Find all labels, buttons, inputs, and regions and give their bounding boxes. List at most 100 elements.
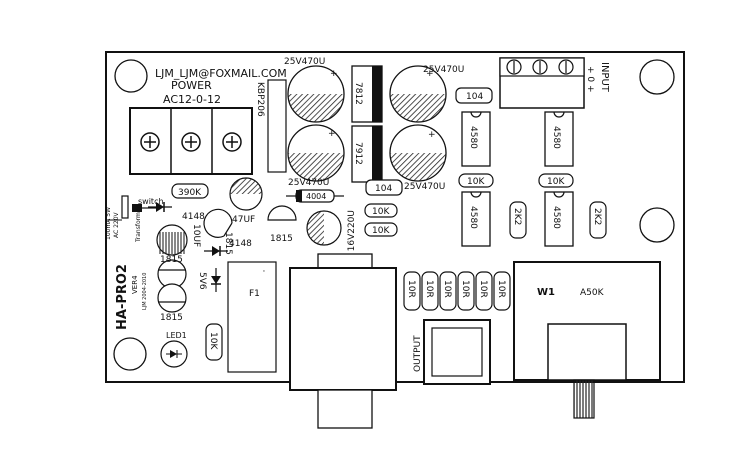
ic-4580-a-label: 4580 [468,126,478,149]
res-10k-e [205,323,223,361]
mounting-hole-bottom-left [113,337,147,371]
res-10k-a [458,173,494,188]
res-390k [171,183,209,199]
potentiometer-ref-label: W1 [537,287,555,298]
mounting-hole-top-left [114,59,148,93]
capacitor-top-right: + [389,65,447,123]
capacitor-top-left: + [287,65,345,123]
input-terminal [499,57,585,109]
res-10k-c-label: 10K [372,207,390,217]
res-10r-1 [403,271,421,311]
diode-4148-b [204,246,228,256]
res-10r-2 [421,271,439,311]
res-390k-label: 390K [178,188,202,198]
cap-104-mid [365,179,403,196]
transistor-1815-d [157,283,187,313]
mounting-hole-mid-right [639,207,675,243]
fuse-mark: ' [263,269,265,277]
ic-4580-d-label: 4580 [551,206,561,229]
ic-4580-a [461,111,491,167]
transistor-1815-a [203,208,233,238]
res-2k2-a [509,201,527,239]
diode-4004 [286,189,344,203]
rectifier-label: KBP206 [255,82,265,117]
output-label: OUTPUT [413,335,423,372]
led1-label: LED1 [166,331,187,340]
led1 [160,340,188,368]
capacitor-16v220u [306,210,342,246]
capacitor-bottom-left-label: 25V470U [288,178,329,188]
power-label: POWER [171,79,212,92]
capacitor-bottom-right: + [389,124,447,182]
input-signs: + 0 + [585,66,595,93]
ic-4580-d [544,191,574,247]
vertical-note-1: Transformer [135,205,142,243]
svg-text:+: + [428,130,436,140]
model-label: HA-PRO2 [115,264,130,330]
fuse-f1 [227,261,277,373]
ic-4580-b-label: 4580 [551,126,561,149]
headphone-jack [289,253,397,429]
res-10k-d-label: 10K [372,226,390,236]
diode-5v6 [211,268,221,292]
capacitor-top-right-label: 25V470U [423,65,464,75]
date-note-label: LJM 2004-2010 [142,273,148,310]
capacitor-bottom-right-label: 25V470U [404,182,445,192]
svg-text:+: + [426,69,434,79]
res-10k-e-label: 10K [208,332,218,350]
res-10r-2-label: 10R [424,280,434,298]
vertical-note-2: AC 220V [113,211,120,238]
regulator-7912-label: 7912 [353,142,363,165]
res-10r-5-label: 10R [478,280,488,298]
res-10r-6-label: 10R [496,280,506,298]
capacitor-bottom-left: + [287,124,345,182]
potentiometer-w1 [513,261,661,419]
res-10k-b [538,173,574,188]
res-10r-6 [493,271,511,311]
version-label: VER4 [131,275,139,294]
cap-104-top-label: 104 [466,92,483,102]
res-10k-a-label: 10K [467,177,485,187]
potentiometer-value-label: A50K [580,288,605,298]
diode-5v6-label: 5V6 [197,272,207,290]
res-10r-5 [475,271,493,311]
ic-4580-b [544,111,574,167]
capacitor-top-left-label: 25V470U [284,57,325,67]
input-label: INPUT [599,62,610,93]
res-10r-row: 10R 10R 10R 10R 10R 10R [403,271,511,311]
res-2k2-b-label: 2K2 [592,208,602,225]
capacitor-10uf [156,224,188,256]
ic-4580-c [461,191,491,247]
ic-4580-c-label: 4580 [468,206,478,229]
capacitor-10uf-label: 10UF [191,224,201,247]
svg-text:+: + [328,129,336,139]
regulator-7812-label: 7812 [353,82,363,105]
cap-104-mid-label: 104 [375,184,392,194]
diode-4148-b-label: 4148 [229,239,252,249]
power-spec-label: AC12-0-12 [163,93,221,106]
vertical-note-3: 100mA 5W [105,207,112,240]
diode-4004-label: 4004 [306,192,326,201]
capacitor-47uf-label: 47UF [232,215,255,225]
res-10k-d [364,222,398,237]
switch-symbol [121,195,158,219]
transistor-1815-b-label: 1815 [270,234,293,244]
res-10k-b-label: 10K [547,177,565,187]
res-2k2-b [589,201,607,239]
mounting-hole-top-right [639,59,675,95]
transistor-1815-d-label: 1815 [160,313,183,323]
diode-4148-a [148,202,172,212]
diode-4148-a-label: 4148 [182,212,205,222]
capacitor-47uf [229,177,263,211]
svg-text:+: + [330,69,338,79]
switch-label: switch [138,197,164,206]
res-10r-4-label: 10R [460,280,470,298]
rectifier-outline [267,79,287,173]
res-10r-1-label: 10R [406,280,416,298]
res-10k-c [364,203,398,218]
email-label: LJM_LJM@FOXMAIL.COM [155,67,287,80]
regulator-7812 [351,65,383,123]
res-10r-3-label: 10R [442,280,452,298]
fuse-f1-label: F1 [249,289,260,299]
